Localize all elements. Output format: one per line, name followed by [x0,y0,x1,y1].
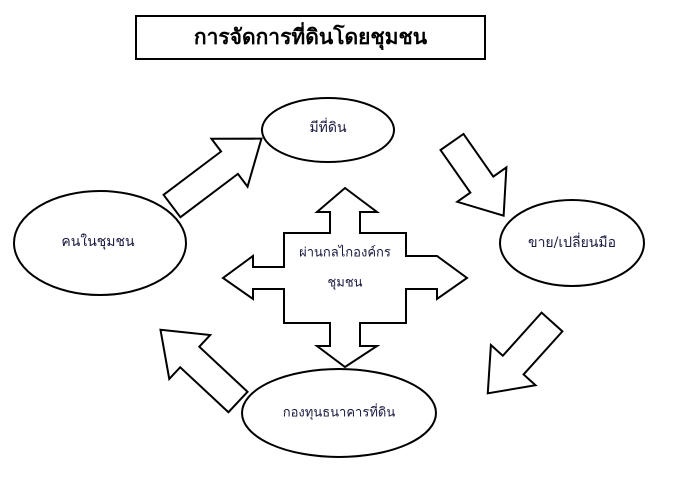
arrow-bottom-to-left [159,328,249,414]
center-four-way-arrow [221,186,469,369]
node-left-ellipse [13,190,187,296]
node-bottom-label: กองทุนธนาคารที่ดิน [282,405,396,421]
node-left-label: คนในชุมชน [61,234,135,250]
center-label-line2: ชุมชน [327,275,363,291]
node-top-label: มีที่ดิน [309,120,347,136]
center-label-line1: ผ่านกลไกองค์กร [299,245,391,261]
node-right-label: ขาย/เปลี่ยนมือ [527,235,617,251]
node-top-ellipse [261,97,395,163]
diagram-title: การจัดการที่ดินโดยชุมชน [135,15,486,60]
arrow-top-to-right [439,132,508,218]
arrow-left-to-top [162,137,263,219]
node-bottom-ellipse [241,368,437,458]
arrow-right-to-bottom [486,311,564,395]
node-right-ellipse [499,199,645,287]
